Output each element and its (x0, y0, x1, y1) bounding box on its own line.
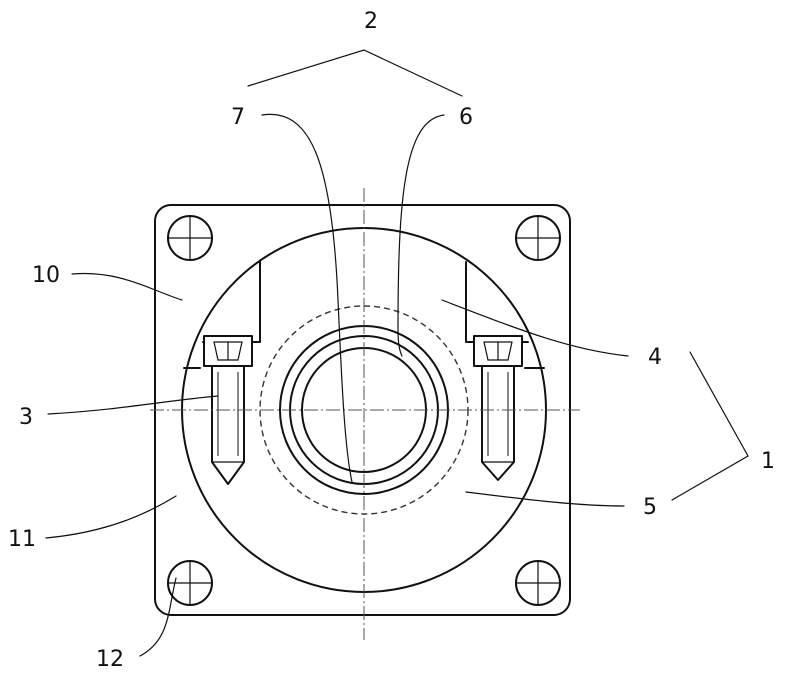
right-screw (473, 335, 523, 481)
leader-11 (45, 495, 177, 539)
leader-12 (139, 577, 177, 657)
label-3: 3 (19, 405, 33, 430)
callout-labels: 2 7 6 10 4 3 1 5 11 12 (8, 9, 775, 672)
leader-1 (671, 351, 749, 501)
leader-6 (397, 114, 445, 357)
leader-3 (47, 395, 219, 415)
label-7: 7 (231, 105, 245, 130)
left-screw (203, 335, 253, 485)
label-1: 1 (761, 449, 775, 474)
leader-5 (465, 491, 625, 507)
leader-4 (441, 299, 629, 357)
leader-2 (247, 49, 463, 97)
leader-lines (45, 49, 749, 657)
label-12: 12 (96, 647, 124, 672)
label-4: 4 (648, 345, 662, 370)
leader-7 (261, 113, 353, 483)
label-11: 11 (8, 527, 36, 552)
right-slot-wall (465, 261, 529, 343)
left-slot-wall (202, 261, 261, 343)
label-10: 10 (32, 263, 60, 288)
label-6: 6 (459, 105, 473, 130)
leader-10 (71, 272, 183, 301)
corner-holes (167, 215, 561, 606)
label-5: 5 (643, 495, 657, 520)
label-2: 2 (364, 9, 378, 34)
